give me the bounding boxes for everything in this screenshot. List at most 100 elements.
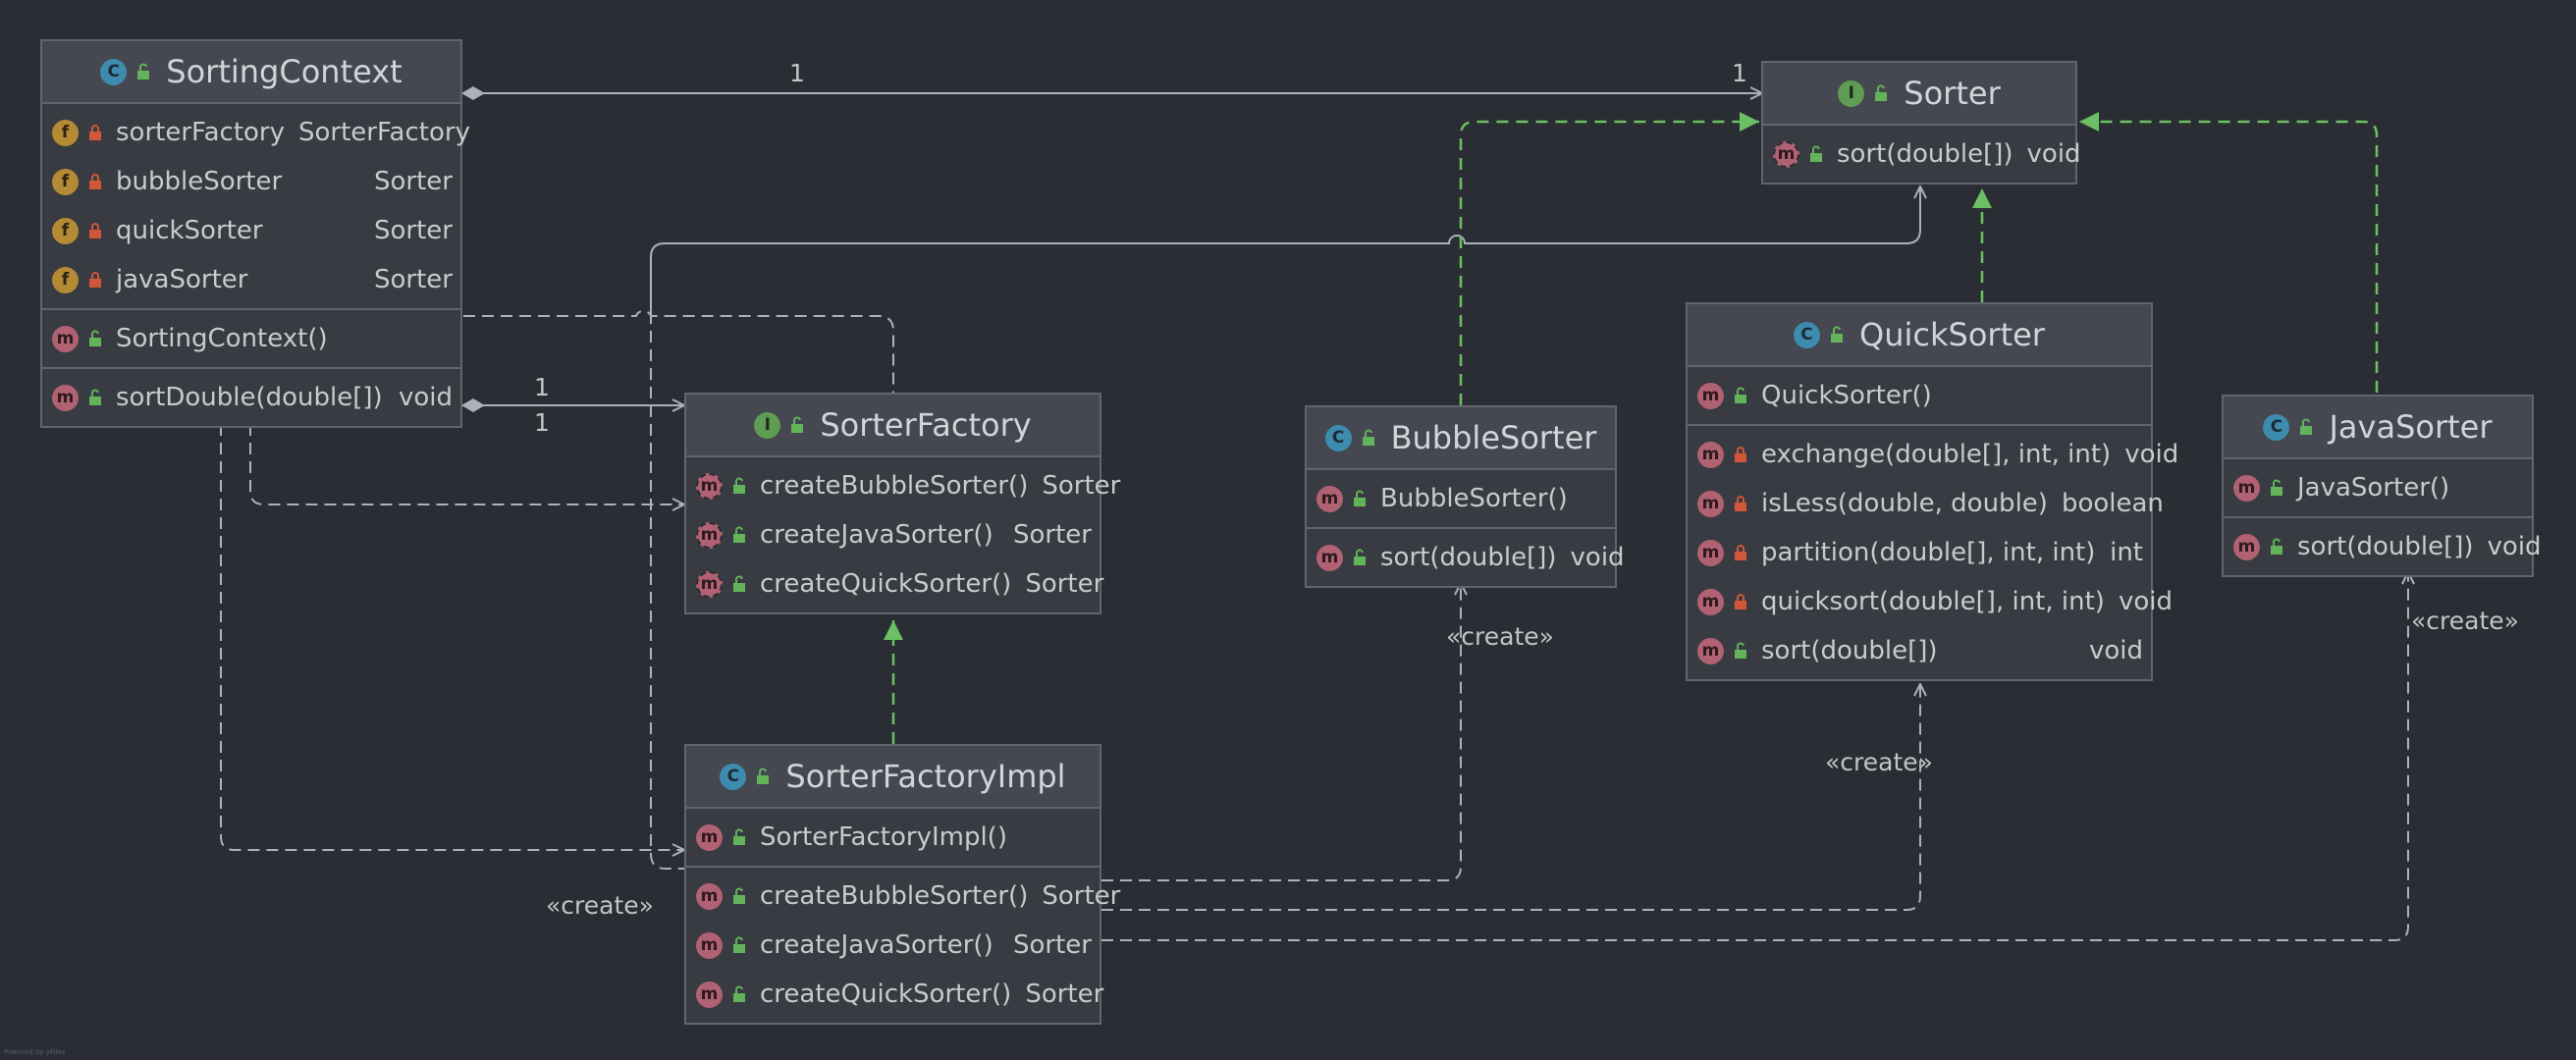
multiplicity-factory-a: 1	[534, 373, 550, 401]
class-icon: C	[1794, 321, 1821, 348]
edge-context-factory-dependency	[249, 424, 684, 504]
method-row[interactable]: m createJavaSorter() Sorter	[686, 510, 1100, 559]
method-type: void	[2124, 440, 2179, 469]
abstract-method-icon: m	[696, 570, 723, 598]
locked-icon	[1735, 496, 1746, 511]
class-name: Sorter	[1904, 75, 2001, 112]
multiplicity-factory-b: 1	[534, 408, 550, 437]
method-name: createJavaSorter()	[760, 930, 993, 960]
method-name: createQuickSorter()	[760, 569, 1012, 599]
locked-icon	[1735, 594, 1746, 610]
edge-impl-creates-quick	[1101, 684, 1920, 911]
class-name: SorterFactoryImpl	[785, 758, 1066, 795]
method-row[interactable]: m createQuickSorter() Sorter	[686, 559, 1104, 609]
class-icon: C	[1324, 424, 1352, 451]
class-header: I Sorter	[1763, 63, 2075, 126]
edge-context-impl-dependency	[220, 424, 684, 850]
abstract-method-icon: m	[696, 521, 723, 549]
field-icon: f	[52, 168, 79, 195]
class-header: C SorterFactoryImpl	[686, 746, 1100, 809]
method-row[interactable]: m partition(double[], int, int) int	[1688, 528, 2151, 577]
abstract-method-icon: m	[696, 472, 723, 500]
unlocked-icon	[89, 330, 101, 346]
method-row[interactable]: m sort(double[]) void	[1688, 626, 2151, 675]
edge-java-realizes-sorter	[2079, 112, 2379, 393]
method-type: void	[2026, 139, 2081, 169]
method-icon: m	[696, 931, 723, 959]
method-icon: m	[1697, 490, 1724, 517]
edge-impl-creates-bubble	[1101, 583, 1461, 881]
class-icon: C	[100, 58, 128, 85]
method-name: createBubbleSorter()	[760, 471, 1029, 501]
interface-sorter-factory[interactable]: I SorterFactory m createBubbleSorter() Sor…	[684, 393, 1120, 614]
locked-icon	[89, 223, 101, 238]
unlocked-icon	[1354, 549, 1366, 565]
method-type: Sorter	[1013, 520, 1092, 550]
unlocked-icon	[1810, 145, 1822, 162]
unlocked-icon	[89, 389, 101, 405]
method-type: Sorter	[1042, 881, 1121, 911]
method-name: createJavaSorter()	[760, 520, 993, 550]
method-type: void	[1570, 543, 1625, 572]
constructor-name: SortingContext()	[116, 324, 328, 353]
method-name: partition(double[], int, int)	[1761, 538, 2096, 567]
edge-bubble-realizes-sorter	[1459, 112, 1759, 405]
method-type: Sorter	[1025, 569, 1104, 599]
method-icon: m	[1316, 544, 1343, 571]
method-name: sort(double[])	[1761, 636, 1938, 665]
method-type: Sorter	[1025, 980, 1104, 1009]
method-type: void	[2118, 587, 2173, 616]
constructor-name: SorterFactoryImpl()	[760, 822, 1007, 852]
footer-note: Powered by yFiles	[4, 1048, 66, 1056]
method-icon: m	[1697, 441, 1724, 468]
constructor-name: QuickSorter()	[1761, 381, 1932, 410]
locked-icon	[89, 174, 101, 189]
method-row[interactable]: m createJavaSorter() Sorter	[686, 921, 1100, 970]
unlocked-icon	[1735, 642, 1746, 659]
field-icon: f	[52, 217, 79, 244]
class-icon: C	[2263, 413, 2290, 441]
method-icon: m	[696, 882, 723, 910]
method-name: isLess(double, double)	[1761, 489, 2048, 518]
method-icon: m	[1697, 637, 1724, 664]
class-header: I SorterFactory	[686, 395, 1100, 457]
field-name: bubbleSorter	[116, 167, 283, 196]
method-type: void	[2088, 636, 2143, 665]
method-type: Sorter	[1013, 930, 1092, 960]
field-name: quickSorter	[116, 216, 263, 245]
unlocked-icon	[733, 477, 745, 494]
method-type: int	[2110, 538, 2143, 567]
method-icon: m	[1697, 539, 1724, 566]
